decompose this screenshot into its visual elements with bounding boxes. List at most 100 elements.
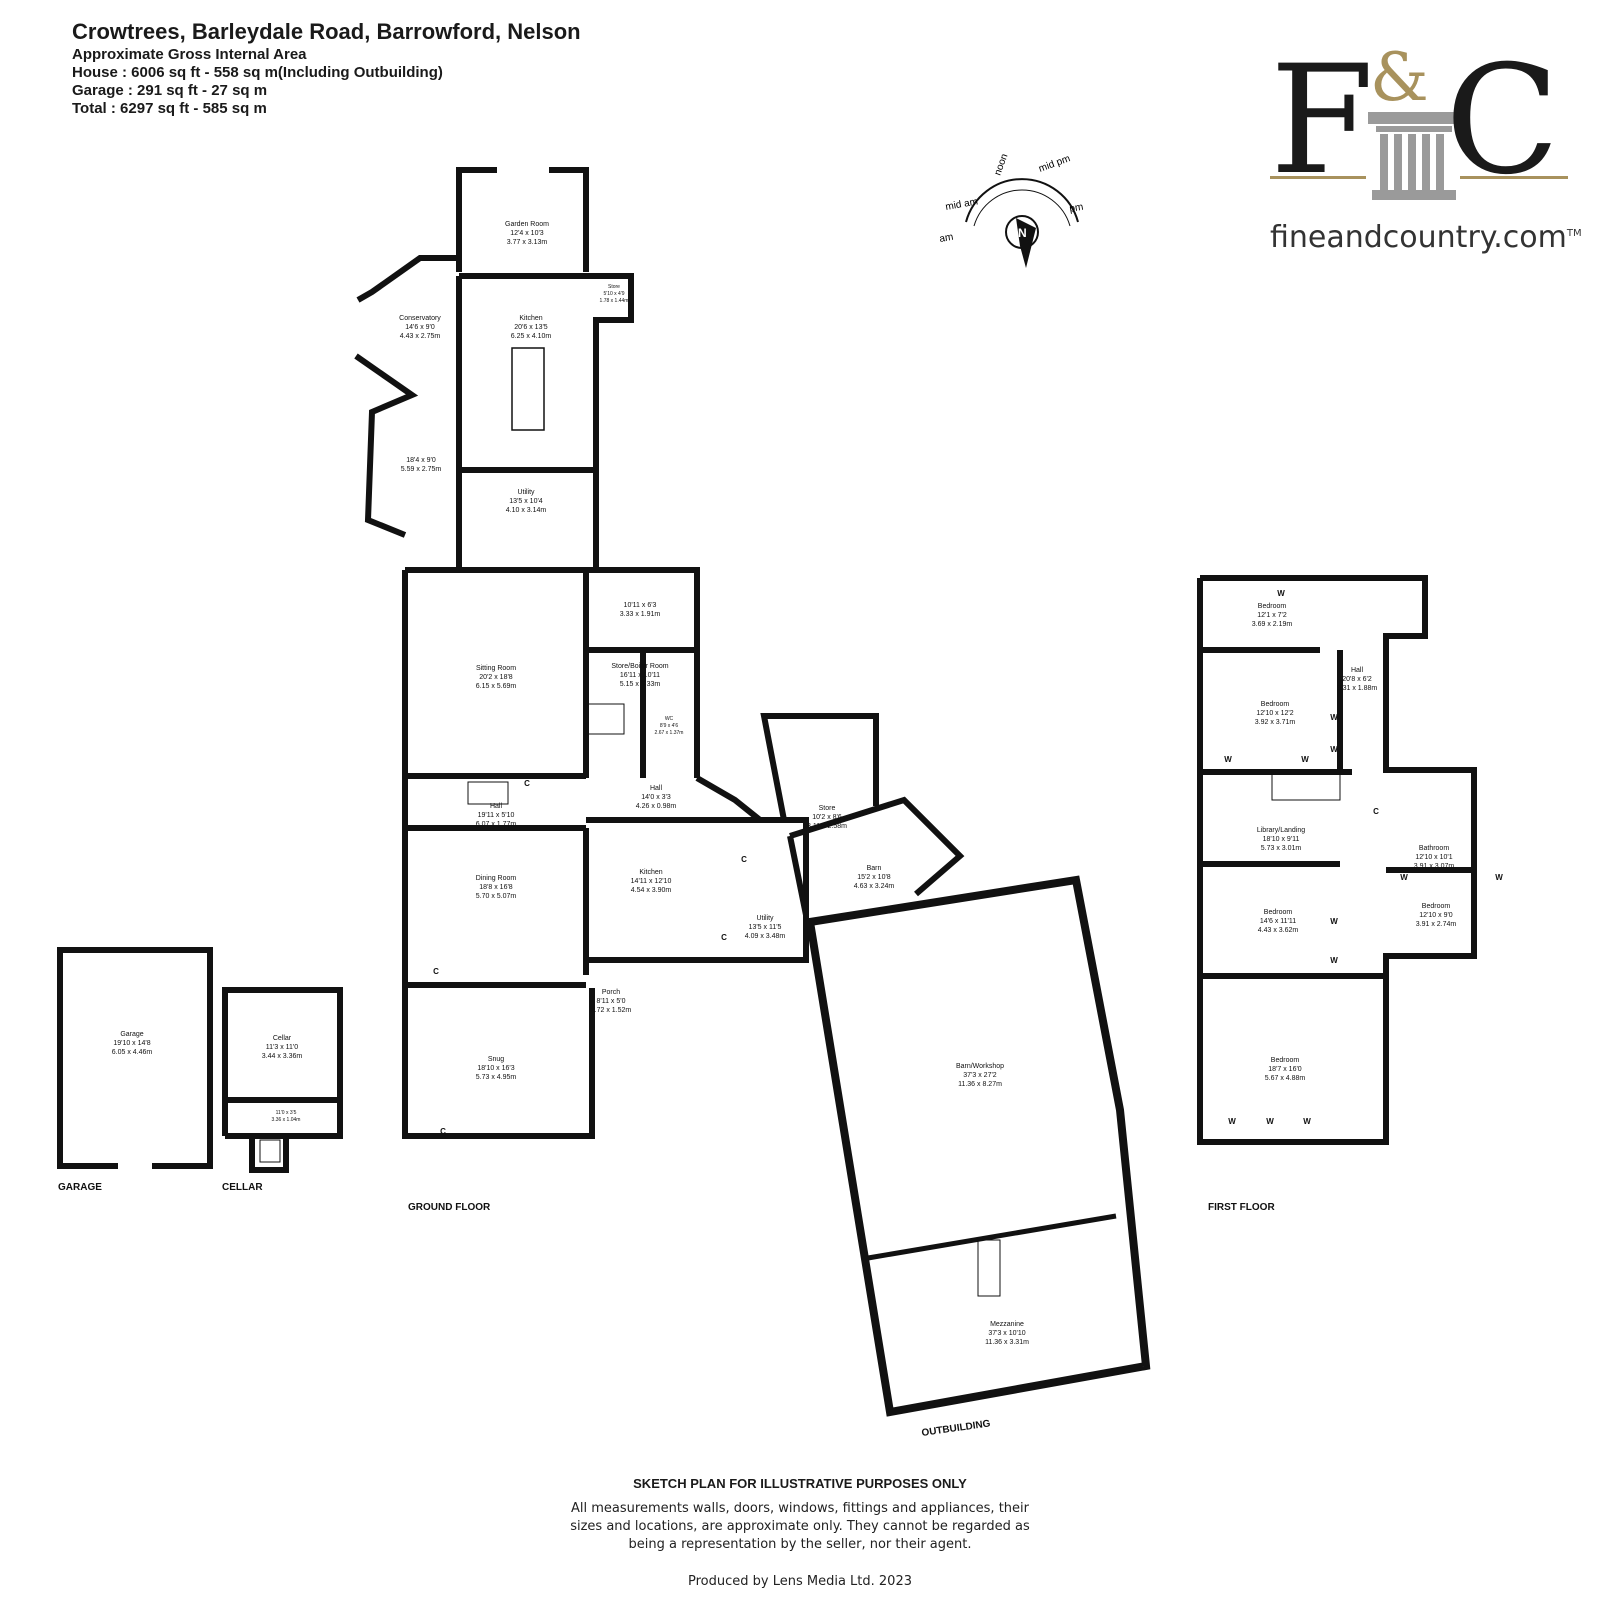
room-size-imperial: 13'5 x 11'5 [749,924,782,931]
room-label: Bedroom 18'7 x 16'0 5.67 x 4.88m [1265,1057,1306,1082]
area-label: Approximate Gross Internal Area [72,46,307,63]
compass-am: am [939,232,955,245]
room-name: Bedroom [1258,603,1287,610]
room-label: Bedroom 12'10 x 12'2 3.92 x 3.71m [1255,701,1296,726]
room-size-imperial: 20'8 x 6'2 [1342,676,1372,683]
compass-pm: pm [1069,202,1085,215]
room-size-metric: 6.05 x 4.46m [112,1049,153,1056]
room-size-imperial: 12'4 x 10'3 [510,230,544,237]
room-label: Bedroom 14'6 x 11'11 4.43 x 3.62m [1258,909,1299,934]
room-size-metric: 5.59 x 2.75m [401,466,442,473]
room-size-imperial: 37'3 x 10'10 [988,1330,1025,1337]
wardrobe-mark: W [1301,755,1309,764]
fine-and-country-logo: F & C fineandcountry.comTM [1270,34,1582,270]
disclaimer-line-2: sizes and locations, are approximate onl… [570,1519,1030,1534]
room-size-metric: 3.77 x 3.13m [507,239,548,246]
room-name: Snug [488,1056,504,1063]
room-size-metric: 3.91 x 2.74m [1416,921,1457,928]
room-size-metric: 5.73 x 3.01m [1261,845,1302,852]
room-size-metric: 4.09 x 3.48m [745,933,786,940]
total-area: Total : 6297 sq ft - 585 sq m [72,100,267,117]
produced-by: Produced by Lens Media Ltd. 2023 [688,1574,912,1589]
room-size-metric: 2.72 x 1.52m [591,1007,632,1014]
room-name: Porch [602,989,620,996]
room-size-metric: 4.43 x 3.62m [1258,927,1299,934]
room-size-metric: 6.07 x 1.77m [476,821,517,828]
first-floor-label: FIRST FLOOR [1208,1202,1275,1213]
ground-floor-walls [57,167,965,1173]
room-size-imperial: 10'11 x 6'3 [624,602,657,609]
room-name: Cellar [273,1035,292,1042]
room-size-metric: 5.67 x 4.88m [1265,1075,1306,1082]
cupboard-mark: C [524,779,530,788]
room-size-metric: 4.26 x 0.98m [636,803,677,810]
room-size-imperial: 19'11 x 5'10 [478,812,515,819]
cupboard-mark: C [433,967,439,976]
room-size-imperial: 13'5 x 10'4 [509,498,543,505]
room-size-imperial: 18'7 x 16'0 [1268,1066,1302,1073]
compass-noon: noon [992,152,1010,177]
room-size-metric: 4.63 x 3.24m [854,883,895,890]
room-label: 10'11 x 6'3 3.33 x 1.91m [620,602,661,618]
room-size-imperial: 14'6 x 11'11 [1260,918,1296,925]
room-size-metric: 3.91 x 3.07m [1414,863,1455,870]
room-size-imperial: 8'9 x 4'6 [660,723,679,729]
room-size-metric: 4.54 x 3.90m [631,887,672,894]
room-size-imperial: 12'10 x 12'2 [1256,710,1293,717]
room-name: Kitchen [639,869,662,876]
room-size-metric: 3.33 x 1.91m [620,611,661,618]
room-name: Garage [120,1031,143,1038]
room-size-imperial: 15'2 x 10'8 [857,874,891,881]
pillar-icon [1368,112,1460,200]
room-size-metric: 2.67 x 1.37m [655,730,684,736]
room-size-metric: 6.31 x 1.88m [1337,685,1378,692]
room-name: Hall [650,785,663,792]
room-name: Bedroom [1271,1057,1300,1064]
wardrobe-mark: W [1330,745,1338,754]
cupboard-mark: C [741,855,747,864]
garage-floor-label: GARAGE [58,1182,102,1193]
wardrobe-mark: W [1303,1117,1311,1126]
staircases [259,703,1341,1297]
room-size-metric: 11.36 x 3.31m [985,1339,1029,1346]
room-name: Bedroom [1261,701,1290,708]
disclaimer-title: SKETCH PLAN FOR ILLUSTRATIVE PURPOSES ON… [633,1476,967,1491]
room-size-metric: 3.36 x 1.04m [272,1117,301,1123]
room-label: 11'0 x 3'53.36 x 1.04m [272,1110,301,1123]
room-size-imperial: 20'6 x 13'5 [514,324,548,331]
wardrobe-mark: W [1330,713,1338,722]
room-name: Utility [517,489,535,496]
room-name: Hall [1351,667,1364,674]
room-size-imperial: 19'10 x 14'8 [113,1040,150,1047]
room-size-metric: 3.92 x 3.71m [1255,719,1296,726]
room-name: Mezzanine [990,1321,1024,1328]
room-size-metric: 5.70 x 5.07m [476,893,517,900]
room-name: Bedroom [1264,909,1293,916]
room-size-imperial: 10'2 x 8'6 [812,814,842,821]
room-size-imperial: 14'6 x 9'0 [405,324,435,331]
logo-url: fineandcountry.comTM [1270,220,1582,255]
room-size-imperial: 5'10 x 4'9 [603,291,624,297]
room-size-metric: 5.73 x 4.95m [476,1074,517,1081]
room-size-imperial: 11'0 x 3'5 [276,1110,297,1116]
room-size-imperial: 16'11 x 10'11 [620,672,660,679]
room-size-metric: 6.15 x 5.69m [476,683,517,690]
room-size-metric: 4.10 x 3.14m [506,507,547,514]
room-size-imperial: 37'3 x 27'2 [963,1072,997,1079]
room-name: Store [608,284,620,290]
